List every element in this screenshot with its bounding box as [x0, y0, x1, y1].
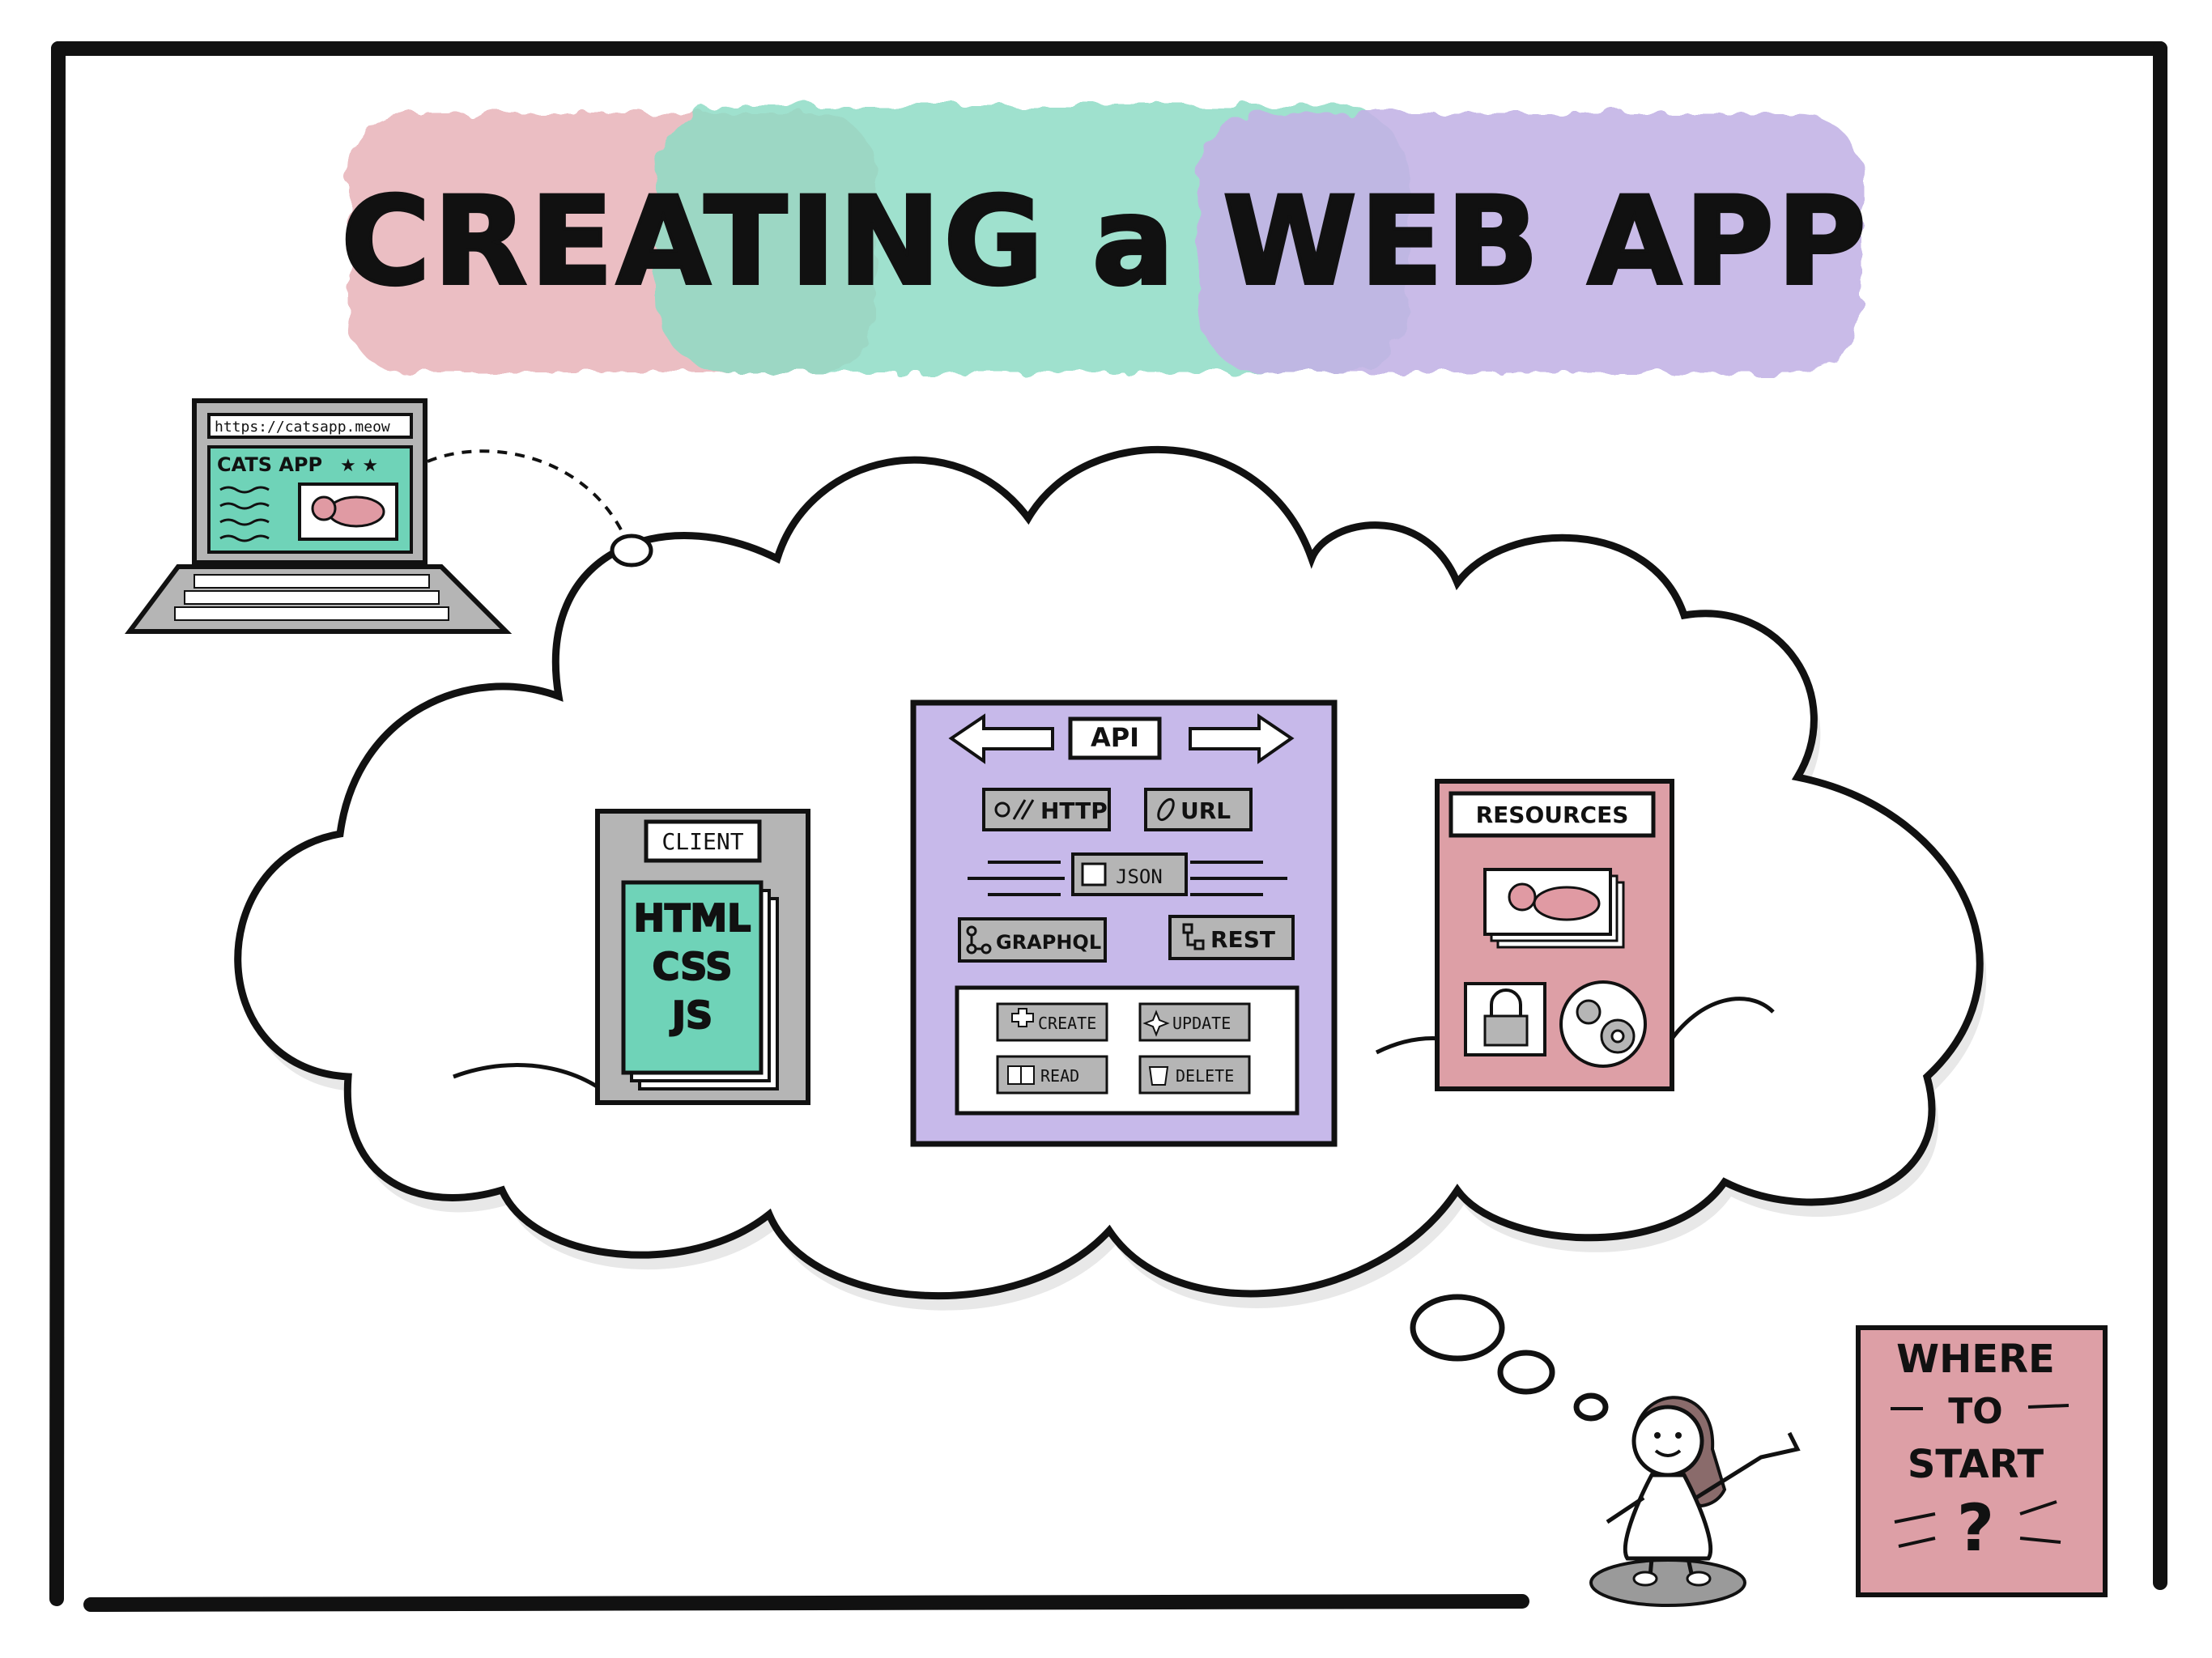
crud-update: UPDATE	[1172, 1014, 1231, 1033]
resources-label: RESOURCES	[1476, 801, 1629, 828]
api-http: HTTP	[1040, 797, 1108, 824]
thought-bubbles	[1410, 1294, 1609, 1422]
api-url: URL	[1180, 797, 1231, 824]
client-doc	[621, 880, 764, 1075]
crud-delete: DELETE	[1176, 1066, 1234, 1086]
api-label: API	[1091, 722, 1139, 753]
question-icon: ?	[1894, 1490, 2061, 1566]
laptop-keyboard	[174, 574, 449, 621]
client-js: JS	[670, 993, 713, 1037]
laptop-text-lines	[219, 486, 270, 542]
sign-line-1: WHERE	[1896, 1337, 2055, 1382]
person	[1589, 1396, 1801, 1607]
api-panel: API HTTP URL JSON GRAPHQL REST CREATE UP…	[910, 699, 1338, 1147]
link-icon	[994, 799, 1035, 820]
person-body	[1623, 1473, 1713, 1561]
crud-read: READ	[1040, 1066, 1079, 1086]
gear-icon	[1576, 999, 1636, 1054]
plus-icon	[1011, 1008, 1034, 1027]
laptop-url: https://catsapp.meow	[215, 419, 390, 436]
resources-panel: RESOURCES	[1435, 779, 1674, 1091]
star-icon: ★ ★	[340, 456, 378, 476]
api-http-tag	[982, 788, 1111, 831]
crud-create: CREATE	[1038, 1014, 1096, 1033]
client-label: CLIENT	[661, 828, 743, 855]
page-title: CREATING a WEB APP	[341, 172, 1869, 312]
api-json: JSON	[1116, 865, 1163, 888]
sparkle-icon	[1142, 1010, 1170, 1037]
document-icon	[1081, 862, 1107, 886]
api-graphql-tag	[958, 917, 1107, 963]
client-html: HTML	[634, 896, 751, 940]
client-css: CSS	[653, 945, 733, 988]
laptop-url-bar	[207, 413, 413, 439]
api-rest: REST	[1210, 926, 1275, 953]
api-graphql: GRAPHQL	[996, 931, 1101, 954]
arrow-left-icon	[948, 713, 1054, 764]
cat-icon	[311, 495, 385, 528]
brush-lavender	[1198, 113, 1862, 372]
person-shadow	[1589, 1558, 1746, 1607]
where-to-start-sign: WHERE TO START ?	[1856, 1325, 2108, 1597]
client-panel: CLIENT HTML CSS JS	[595, 809, 810, 1105]
api-url-tag	[1144, 788, 1253, 831]
json-lines	[968, 861, 1287, 896]
book-icon	[1007, 1065, 1035, 1085]
trash-icon	[1148, 1066, 1169, 1086]
laptop: https://catsapp.meow CATS APP ★ ★	[125, 398, 653, 634]
resource-gear-card	[1559, 980, 1647, 1068]
laptop-app-title: CATS APP	[217, 453, 322, 476]
crud-create-tag	[996, 1002, 1108, 1042]
sign-line-3: START	[1908, 1442, 2044, 1487]
graph-icon	[966, 925, 992, 954]
person-head	[1631, 1405, 1704, 1477]
tree-icon	[1182, 923, 1205, 950]
arrow-right-icon	[1189, 713, 1295, 764]
svg-text:?: ?	[1957, 1490, 1994, 1566]
chain-icon	[1157, 797, 1175, 822]
laptop-connector	[427, 449, 625, 535]
lock-icon	[1483, 988, 1529, 1047]
cat-icon	[1508, 882, 1601, 921]
sign-line-2: TO	[1948, 1391, 2002, 1432]
title-brush	[348, 105, 1862, 372]
frame	[49, 41, 2167, 1612]
